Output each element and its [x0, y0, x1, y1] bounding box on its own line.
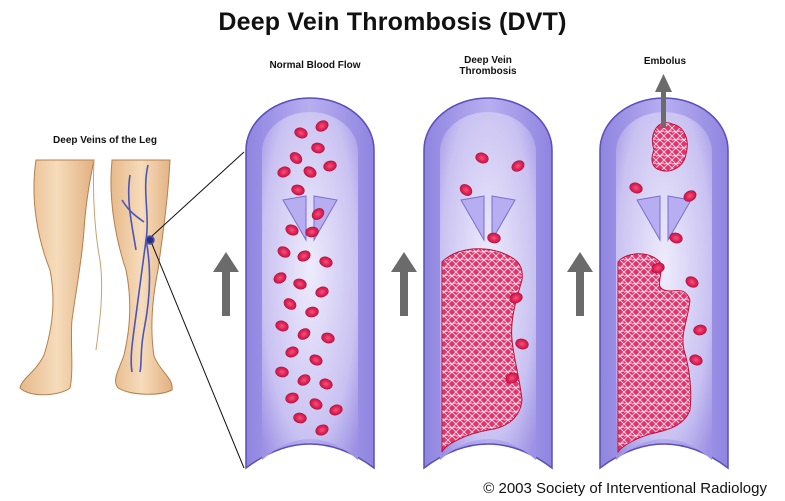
vein-embolus [600, 74, 728, 468]
flow-arrow-2 [391, 252, 417, 316]
thrombus [442, 249, 522, 452]
vein-dvt [424, 98, 552, 468]
zoom-line-bottom [152, 244, 244, 468]
vein-normal [246, 98, 374, 468]
left-leg [20, 160, 102, 395]
copyright-notice: © 2003 Society of Interventional Radiolo… [483, 480, 767, 497]
flow-arrow-3 [567, 252, 593, 316]
flow-arrow-1 [213, 252, 239, 316]
embolus [652, 123, 687, 171]
